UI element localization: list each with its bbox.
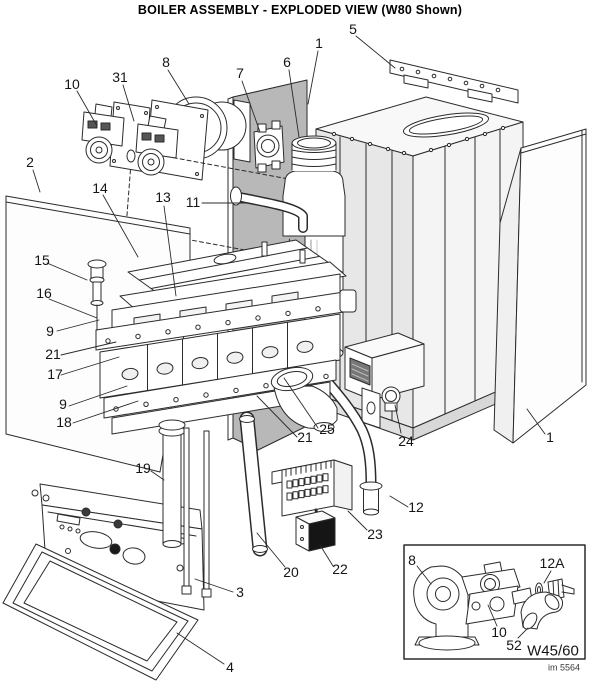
callout-21-left: 21 xyxy=(45,346,61,362)
callout-10: 10 xyxy=(64,76,80,92)
condensate-trap xyxy=(271,459,353,542)
callout-13: 13 xyxy=(155,189,171,205)
callout-22: 22 xyxy=(332,561,348,577)
drawing-number: im 5564 xyxy=(547,662,581,673)
pump-component xyxy=(253,120,285,173)
side-panel-right xyxy=(493,128,587,444)
transformer xyxy=(295,510,336,552)
pipe-11 xyxy=(230,186,308,233)
leader-lines xyxy=(32,35,552,665)
callout-14: 14 xyxy=(92,180,108,196)
outlet-elbow xyxy=(270,366,338,432)
callout-12: 12 xyxy=(408,499,424,515)
inset-box xyxy=(403,544,586,660)
inset-variant-label: W45/60 xyxy=(527,642,579,660)
callout-6: 6 xyxy=(283,54,291,70)
callout-25: 25 xyxy=(319,421,335,437)
callout-5: 5 xyxy=(349,21,357,37)
callout-7: 7 xyxy=(236,65,244,81)
callout-8: 8 xyxy=(162,54,170,70)
callout-21-right: 21 xyxy=(297,429,313,445)
callout-11: 11 xyxy=(185,194,201,210)
callout-4: 4 xyxy=(226,659,234,675)
control-box xyxy=(344,332,425,429)
mounting-bracket xyxy=(389,59,519,104)
callout-16: 16 xyxy=(36,285,52,301)
callout-2: 2 xyxy=(26,154,34,170)
callout-18: 18 xyxy=(56,414,72,430)
callout-19: 19 xyxy=(135,460,151,476)
inset-callout-8: 8 xyxy=(408,552,416,568)
tie-rods xyxy=(181,427,212,598)
callout-3: 3 xyxy=(236,584,244,600)
callout-1-right: 1 xyxy=(546,429,554,445)
inset-callout-52: 52 xyxy=(506,637,522,653)
diagram-title: BOILER ASSEMBLY - EXPLODED VIEW (W80 Sho… xyxy=(137,3,463,17)
inset-callout-10: 10 xyxy=(491,624,507,640)
inset-callout-12A: 12A xyxy=(539,555,565,571)
callout-24: 24 xyxy=(398,433,414,449)
gas-valves xyxy=(81,101,295,259)
callout-31: 31 xyxy=(112,69,128,85)
callout-20: 20 xyxy=(283,564,299,580)
callout-23: 23 xyxy=(367,526,383,542)
callout-9-lower: 9 xyxy=(59,396,67,412)
pipe-19 xyxy=(158,419,186,548)
pipe-20 xyxy=(239,411,268,557)
drain-pipe xyxy=(318,372,383,516)
callout-1-top: 1 xyxy=(315,35,323,51)
callout-9-upper: 9 xyxy=(46,323,54,339)
door-panel xyxy=(2,543,199,681)
callout-15: 15 xyxy=(34,252,50,268)
callout-17: 17 xyxy=(47,366,63,382)
